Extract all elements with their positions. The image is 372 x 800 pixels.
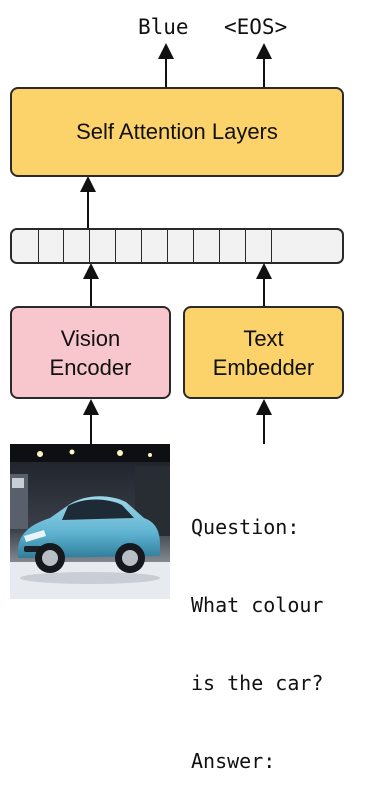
- vision-encoder-label-line1: Vision: [60, 325, 121, 351]
- question-text: Question: What colour is the car? Answer…: [191, 462, 323, 800]
- token-cell: [90, 230, 116, 262]
- vision-encoder-block: Vision Encoder: [10, 306, 171, 399]
- self-attention-block: Self Attention Layers: [10, 87, 344, 177]
- question-line-1: Question:: [191, 515, 300, 539]
- car-image: [10, 444, 170, 599]
- text-embedder-label-line1: Text: [243, 325, 284, 351]
- token-cell: [142, 230, 168, 262]
- self-attention-label: Self Attention Layers: [76, 119, 278, 144]
- text-embedder-label-line2: Embedder: [212, 354, 315, 380]
- output-token-blue: Blue: [138, 15, 189, 39]
- token-sequence-bar: [10, 228, 344, 264]
- token-cell: [64, 230, 90, 262]
- token-cell: [116, 230, 142, 262]
- token-cell: [220, 230, 246, 262]
- token-cell: [168, 230, 194, 262]
- token-cell: [39, 230, 64, 262]
- token-cell: [246, 230, 272, 262]
- connector-arrows: [80, 43, 272, 444]
- question-line-3: is the car?: [191, 671, 324, 695]
- text-embedder-block: Text Embedder: [183, 306, 344, 399]
- vision-encoder-label-line2: Encoder: [49, 354, 132, 380]
- output-token-eos: <EOS>: [224, 15, 288, 39]
- question-line-2: What colour: [191, 593, 324, 617]
- token-cell: [12, 230, 39, 262]
- question-line-4: Answer:: [191, 749, 276, 773]
- token-cell: [194, 230, 220, 262]
